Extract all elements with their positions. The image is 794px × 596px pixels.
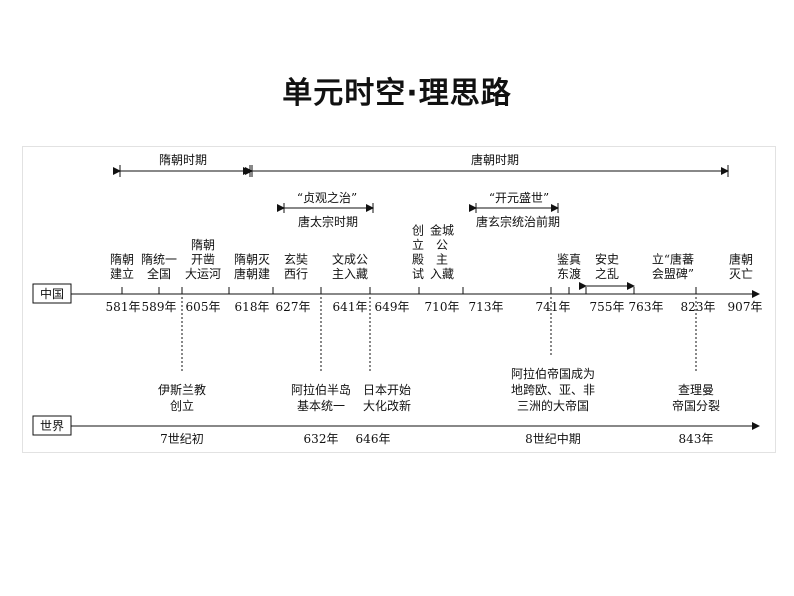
china-event-line: 立“唐蕃 — [652, 252, 694, 267]
world-year-label: 632年 — [304, 432, 339, 446]
china-event-line: 殿 — [412, 253, 424, 267]
taizong-label: 唐太宗时期 — [298, 214, 358, 229]
world-event-line: 基本统一 — [297, 399, 345, 413]
china-year-label: 618年 — [235, 300, 270, 314]
china-event-line: 主入藏 — [332, 267, 368, 281]
china-year-label: 710年 — [425, 300, 460, 314]
china-event-line: 隋统一 — [141, 253, 177, 267]
china-event-line: 之乱 — [595, 267, 619, 281]
sui-period-label: 隋朝时期 — [159, 153, 207, 167]
slide-title: 单元时空·理思路 — [282, 76, 512, 111]
china-event-line: 全国 — [147, 266, 171, 281]
china-event-line: 会盟碑” — [652, 266, 694, 281]
world-connectors — [181, 297, 697, 373]
china-event-line: 主 — [436, 253, 448, 267]
china-event-line: 西行 — [284, 267, 308, 281]
china-event-line: 创 — [412, 224, 424, 238]
china-event-line: 大运河 — [185, 267, 221, 281]
china-event-line: 玄奘 — [284, 252, 308, 267]
china-year-label: 755年 — [590, 300, 625, 314]
world-year-label: 646年 — [356, 432, 391, 446]
timeline-diagram: 隋朝时期 唐朝时期 “贞观之治” 唐太宗时期 “开元盛世” 唐玄宗统治前期 中国… — [23, 147, 775, 452]
china-year-label: 823年 — [681, 300, 716, 314]
china-year-label: 641年 — [333, 300, 368, 314]
china-event-line: 开凿 — [191, 253, 215, 267]
china-year-label: 713年 — [469, 300, 504, 314]
world-event-line: 三洲的大帝国 — [517, 398, 589, 413]
world-year-label: 8世纪中期 — [525, 431, 581, 446]
world-year-label: 843年 — [679, 432, 714, 446]
china-event-line: 隋朝 — [110, 253, 134, 267]
china-event-line: 隋朝灭 — [234, 253, 270, 267]
world-event-line: 帝国分裂 — [672, 398, 720, 413]
china-event-line: 唐朝 — [729, 252, 753, 267]
world-event-line: 伊斯兰教 — [158, 382, 206, 397]
world-event-line: 阿拉伯半岛 — [291, 382, 351, 397]
china-event-line: 立 — [412, 237, 424, 252]
china-event-line: 唐朝建 — [234, 266, 270, 281]
china-year-label: 605年 — [186, 300, 221, 314]
china-event-line: 入藏 — [430, 267, 454, 281]
china-event-line: 金城 — [430, 223, 454, 238]
china-year-label: 741年 — [536, 300, 571, 314]
world-event-line: 大化改新 — [363, 398, 411, 413]
world-event-line: 地跨欧、亚、非 — [511, 383, 595, 397]
china-year-label: 907年 — [728, 300, 763, 314]
china-year-label: 627年 — [276, 300, 311, 314]
world-event-line: 日本开始 — [363, 383, 411, 397]
kaiyuan-label: “开元盛世” — [489, 190, 549, 205]
china-event-line: 鉴真 — [557, 253, 581, 267]
china-event-line: 灭亡 — [729, 267, 753, 281]
china-event-line: 文成公 — [332, 252, 368, 267]
kaiyuan-bracket: “开元盛世” 唐玄宗统治前期 — [469, 190, 560, 229]
world-year-label: 7世纪初 — [160, 432, 204, 446]
china-year-label: 763年 — [629, 300, 664, 314]
china-label: 中国 — [40, 286, 64, 301]
xuanzong-label: 唐玄宗统治前期 — [476, 214, 560, 229]
china-event-line: 建立 — [110, 266, 134, 281]
zhenguan-bracket: “贞观之治” 唐太宗时期 — [277, 191, 374, 229]
tang-period-bracket: 唐朝时期 — [245, 152, 729, 177]
china-event-line: 东渡 — [557, 266, 581, 281]
china-event-line: 隋朝 — [191, 238, 215, 252]
china-event-line: 公 — [436, 238, 448, 252]
china-year-label: 581年 — [106, 300, 141, 314]
world-event-line: 阿拉伯帝国成为 — [511, 366, 595, 381]
china-year-label: 589年 — [142, 300, 177, 314]
world-event-line: 查理曼 — [678, 383, 714, 397]
world-event-line: 创立 — [170, 398, 194, 413]
world-label: 世界 — [40, 419, 64, 433]
china-event-line: 安史 — [595, 252, 619, 267]
timeline-svg: 隋朝时期 唐朝时期 “贞观之治” 唐太宗时期 “开元盛世” 唐玄宗统治前期 中国… — [32, 152, 763, 446]
tang-period-label: 唐朝时期 — [471, 152, 519, 167]
china-year-label: 649年 — [375, 300, 410, 314]
zhenguan-label: “贞观之治” — [297, 191, 357, 205]
sui-period-bracket: 隋朝时期 — [113, 153, 251, 177]
china-event-line: 试 — [412, 266, 424, 281]
